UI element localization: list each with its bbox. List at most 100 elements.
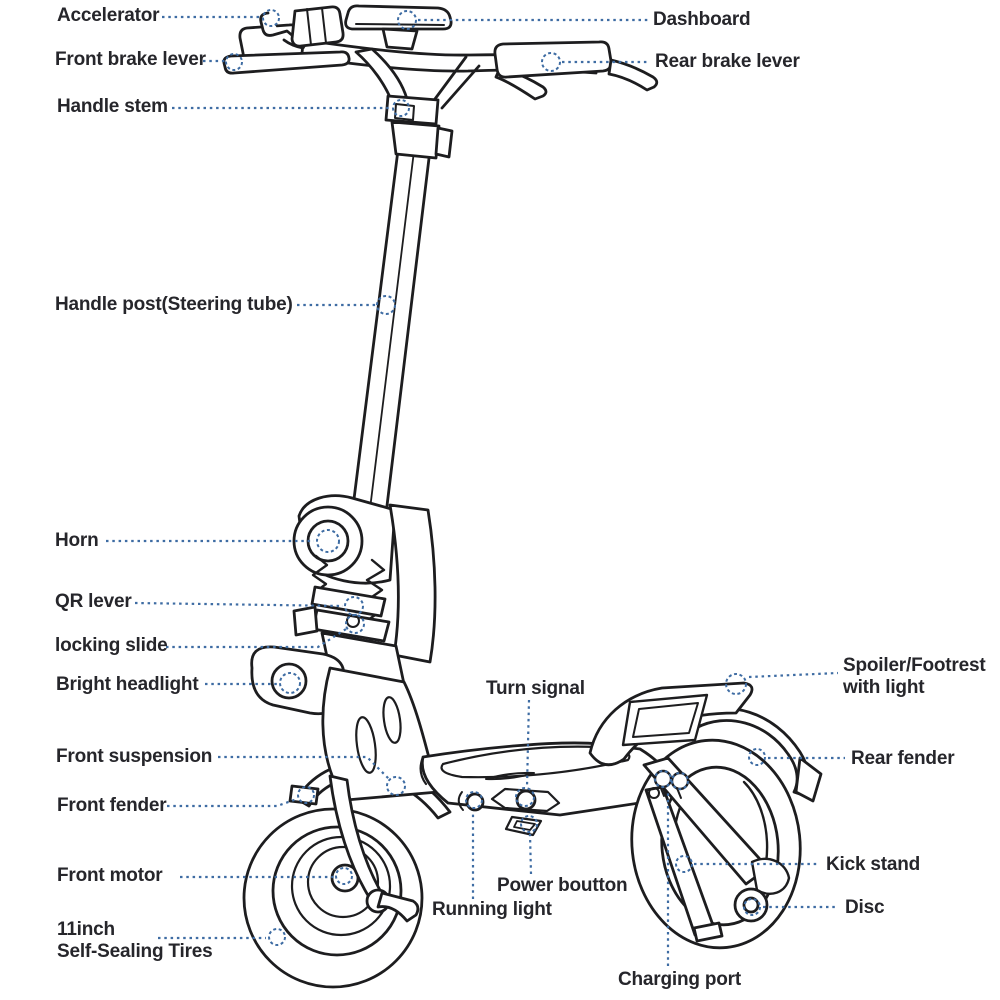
target-tires-marker bbox=[268, 928, 286, 946]
leader-rear-brake-lever bbox=[541, 52, 649, 72]
leader-running-light bbox=[465, 791, 483, 899]
label-charging-port: Charging port bbox=[618, 969, 741, 990]
target-turn-signal-marker bbox=[515, 787, 535, 807]
label-running-light: Running light bbox=[432, 899, 552, 920]
stem-clamp-detail bbox=[394, 103, 415, 121]
leader-rear-fender bbox=[748, 748, 845, 766]
label-qr-lever: QR lever bbox=[55, 591, 132, 612]
target-disc-marker bbox=[743, 898, 761, 916]
deck-drawing bbox=[419, 741, 668, 837]
front-rim-mid bbox=[290, 835, 392, 937]
target-front-brake-lever-marker bbox=[225, 53, 243, 71]
power-button-shape bbox=[504, 815, 543, 837]
stem-riser-left bbox=[354, 47, 409, 104]
target-front-fender-marker bbox=[297, 786, 315, 804]
leader-kick-stand bbox=[675, 855, 818, 873]
target-handle-post-marker bbox=[376, 295, 396, 315]
label-handle-post: Handle post(Steering tube) bbox=[55, 294, 293, 315]
target-handle-stem-marker bbox=[392, 99, 410, 117]
bell-switch-box bbox=[290, 5, 345, 48]
front-axle-arm bbox=[376, 891, 420, 923]
deck-platform-oval bbox=[440, 745, 631, 779]
headlight-lens bbox=[270, 662, 308, 700]
target-charging-port-marker-1 bbox=[654, 770, 672, 788]
fork-slot-1 bbox=[355, 716, 377, 774]
stem-brace-right-1 bbox=[430, 55, 468, 105]
label-front-suspension: Front suspension bbox=[56, 746, 213, 767]
leader-power-button bbox=[520, 815, 538, 875]
stem-neck-tab bbox=[434, 126, 454, 159]
label-turn-signal: Turn signal bbox=[486, 678, 585, 699]
front-fork-drawing bbox=[321, 666, 440, 923]
leader-bright-headlight bbox=[205, 672, 301, 694]
label-kick-stand: Kick stand bbox=[826, 854, 921, 875]
label-power-button: Power boutton bbox=[497, 875, 628, 896]
target-dashboard-marker bbox=[397, 10, 417, 30]
leader-front-fender bbox=[167, 786, 315, 808]
rear-hub-drawing bbox=[733, 857, 791, 923]
right-grip bbox=[493, 40, 613, 79]
qr-lever-bar bbox=[310, 585, 387, 618]
target-front-motor-marker bbox=[335, 867, 353, 885]
handlebar-drawing bbox=[222, 4, 659, 160]
qr-left-tab bbox=[292, 605, 319, 637]
rear-fender-drawing bbox=[686, 707, 823, 803]
label-front-fender: Front fender bbox=[57, 795, 167, 816]
label-rear-brake-lever: Rear brake lever bbox=[655, 51, 800, 72]
front-rim-inner bbox=[306, 845, 380, 919]
label-bright-headlight: Bright headlight bbox=[56, 674, 199, 695]
label-front-brake-lever: Front brake lever bbox=[55, 49, 206, 70]
fork-band bbox=[321, 666, 440, 802]
target-power-button-marker bbox=[520, 815, 538, 833]
leader-power-button-line bbox=[528, 833, 533, 875]
leader-spoiler-footrest-line bbox=[748, 671, 839, 679]
scooter-line-art bbox=[222, 4, 823, 989]
leader-horn bbox=[106, 529, 340, 553]
steering-tube-drawing bbox=[351, 148, 432, 516]
target-horn-marker bbox=[316, 529, 340, 553]
leader-locking-slide bbox=[166, 614, 365, 649]
leader-turn-signal-line bbox=[525, 699, 531, 788]
leader-dashboard bbox=[397, 10, 648, 30]
label-spoiler-footrest: Spoiler/Footrest with light bbox=[843, 655, 986, 698]
target-front-suspension-marker bbox=[386, 776, 406, 796]
leader-front-fender-line bbox=[167, 797, 298, 808]
target-spoiler-footrest-marker bbox=[725, 673, 747, 695]
label-locking-slide: locking slide bbox=[55, 635, 168, 656]
bell-divider-2 bbox=[321, 7, 327, 44]
bell-divider-1 bbox=[306, 8, 312, 46]
leader-handle-stem bbox=[172, 99, 410, 117]
fold-rear-band bbox=[388, 503, 437, 664]
spoiler-truss-inner bbox=[632, 702, 699, 738]
kickstand-foot bbox=[692, 921, 724, 943]
target-running-light-marker bbox=[465, 791, 483, 809]
brake-caliper bbox=[750, 857, 791, 895]
rear-fender-flap bbox=[794, 756, 823, 803]
kickstand-drawing bbox=[644, 785, 724, 943]
spoiler-drawing bbox=[588, 681, 754, 767]
front-wheel-drawing bbox=[242, 807, 424, 989]
leader-disc bbox=[743, 898, 838, 916]
deck-front-edge bbox=[419, 755, 428, 786]
target-bright-headlight-marker bbox=[279, 672, 301, 694]
label-rear-fender: Rear fender bbox=[851, 748, 955, 769]
rear-axle bbox=[742, 896, 760, 914]
label-front-motor: Front motor bbox=[57, 865, 163, 886]
running-light-bracket bbox=[457, 791, 464, 811]
label-tires: 11inch Self-Sealing Tires bbox=[57, 919, 213, 962]
stem-brace-right-2 bbox=[440, 64, 481, 110]
leader-front-suspension bbox=[218, 755, 406, 796]
front-rim-outer bbox=[271, 825, 403, 957]
target-locking-slide-marker bbox=[345, 614, 365, 634]
target-kick-stand-marker bbox=[675, 855, 693, 873]
leader-tires bbox=[158, 928, 286, 946]
label-disc: Disc bbox=[845, 897, 885, 918]
leader-locking-slide-line bbox=[166, 628, 347, 649]
label-handle-stem: Handle stem bbox=[57, 96, 168, 117]
horn-outer bbox=[292, 505, 364, 577]
charging-cap-stems bbox=[659, 785, 682, 799]
leader-turn-signal bbox=[515, 699, 535, 807]
steering-tube-seam bbox=[369, 150, 415, 510]
